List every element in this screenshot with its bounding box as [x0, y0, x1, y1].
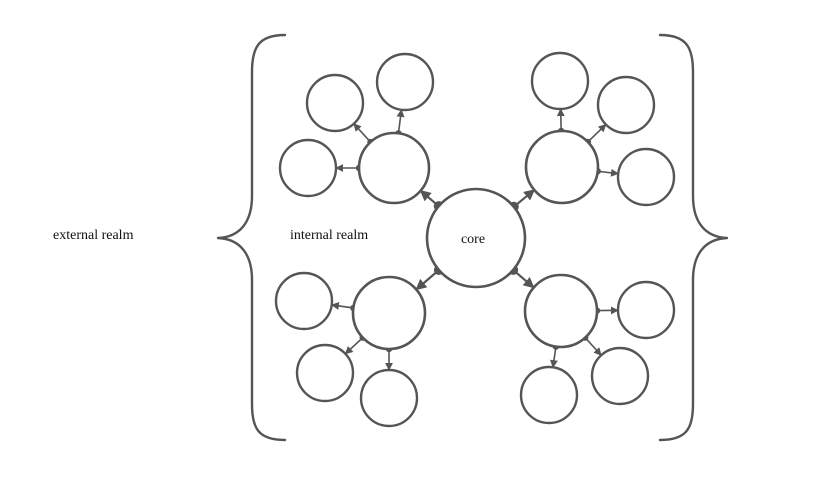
- leaf-nodes: [274, 51, 676, 428]
- branch-node-bottom-right: [523, 273, 599, 349]
- external-realm-label: external realm: [53, 228, 134, 243]
- leaf-node-bottom-left-2: [295, 343, 355, 403]
- leaf-node-bottom-left-1: [274, 271, 334, 331]
- link-top-left-leaf-2: [396, 108, 405, 134]
- branch-nodes: [351, 129, 600, 351]
- link-top-left-leaf-1: [353, 123, 372, 143]
- link-top-right-leaf-3: [597, 168, 619, 177]
- link-bottom-left-leaf-1: [330, 301, 354, 310]
- link-top-right-leaf-2: [587, 123, 607, 143]
- link-bottom-right-leaf-2: [584, 337, 602, 356]
- right-brace: [658, 33, 729, 442]
- link-bottom-right-leaf-3: [550, 346, 558, 369]
- leaf-node-bottom-right-1: [616, 280, 676, 340]
- internal-realm-label: internal realm: [290, 228, 368, 243]
- left-brace: [216, 33, 287, 442]
- link-bottom-left-leaf-2: [344, 337, 364, 355]
- leaf-node-bottom-right-3: [519, 365, 579, 425]
- leaf-node-bottom-right-2: [590, 346, 650, 406]
- link-top-right-leaf-1: [556, 108, 565, 132]
- core-node: [425, 187, 527, 289]
- branch-node-top-right: [524, 129, 600, 205]
- leaf-node-top-right-2: [596, 75, 656, 135]
- leaf-node-top-right-1: [530, 51, 590, 111]
- leaf-node-top-left-1: [305, 73, 365, 133]
- leaf-node-top-right-3: [616, 147, 676, 207]
- leaf-node-top-left-3: [278, 138, 338, 198]
- leaf-node-bottom-left-3: [359, 368, 419, 428]
- branch-node-bottom-left: [351, 275, 427, 351]
- leaf-node-top-left-2: [375, 52, 435, 112]
- core-label: core: [461, 232, 485, 247]
- branch-node-top-left: [357, 131, 431, 205]
